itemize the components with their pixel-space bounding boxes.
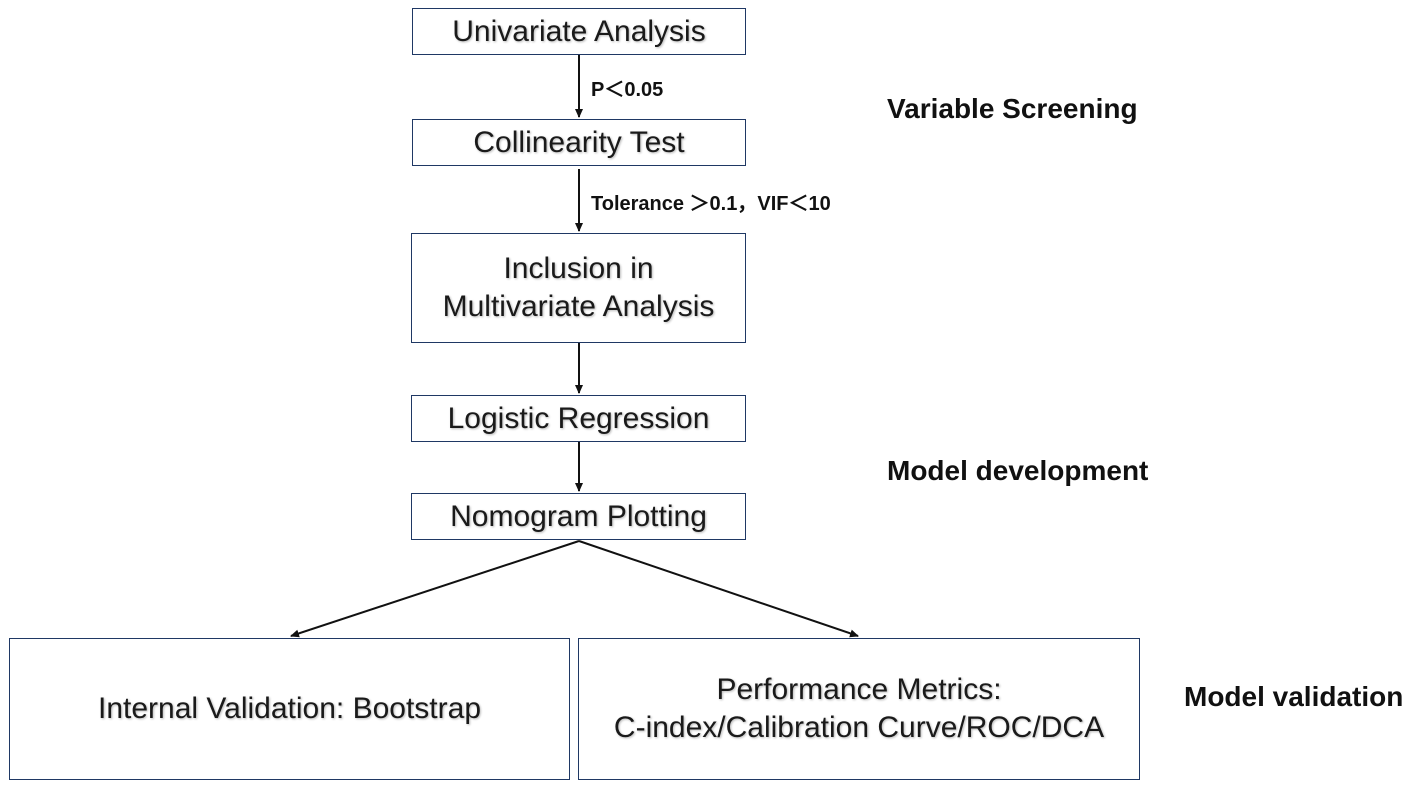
node-nomogram-plotting: Nomogram Plotting — [411, 493, 746, 540]
edge-label-tolerance-vif: Tolerance ＞0.1，VIF＜10 — [591, 193, 831, 215]
node-performance-line-1: Performance Metrics: — [716, 673, 1002, 706]
node-logistic-regression-label: Logistic Regression — [447, 401, 710, 435]
node-univariate-analysis-label: Univariate Analysis — [452, 14, 706, 48]
node-inclusion-line-2: Multivariate Analysis — [442, 290, 715, 323]
stage-label-variable-screening: Variable Screening — [887, 93, 1138, 124]
node-internal-validation: Internal Validation: Bootstrap — [9, 638, 570, 780]
node-collinearity-test: Collinearity Test — [412, 119, 746, 166]
node-performance-line-2: C-index/Calibration Curve/ROC/DCA — [613, 711, 1105, 744]
node-performance-metrics: Performance Metrics: C-index/Calibration… — [578, 638, 1140, 780]
node-univariate-analysis: Univariate Analysis — [412, 8, 746, 55]
node-inclusion-multivariate: Inclusion in Multivariate Analysis — [411, 233, 746, 343]
edge-label-p-value: P＜0.05 — [591, 79, 664, 101]
node-internal-validation-label: Internal Validation: Bootstrap — [97, 692, 481, 725]
node-inclusion-line-1: Inclusion in — [503, 252, 654, 285]
arrow-nomogram-to-internal-validation — [290, 540, 580, 638]
node-nomogram-plotting-label: Nomogram Plotting — [450, 499, 707, 533]
arrow-nomogram-to-performance — [578, 540, 859, 638]
node-logistic-regression: Logistic Regression — [411, 395, 746, 442]
stage-label-model-development: Model development — [887, 455, 1149, 486]
stage-label-model-validation: Model validation — [1184, 681, 1404, 712]
node-collinearity-test-label: Collinearity Test — [473, 125, 685, 159]
